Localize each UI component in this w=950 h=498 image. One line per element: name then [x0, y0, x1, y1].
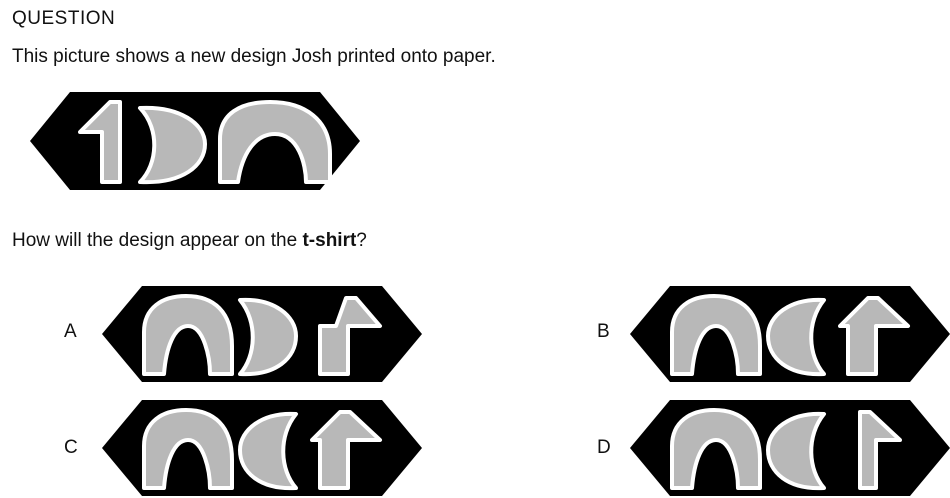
question-prompt: How will the design appear on the t-shir… — [12, 230, 367, 252]
option-b[interactable] — [630, 286, 950, 382]
option-c-letter: C — [64, 437, 78, 459]
option-b-letter: B — [597, 321, 610, 343]
option-a[interactable] — [102, 286, 422, 382]
question-intro: This picture shows a new design Josh pri… — [12, 46, 496, 68]
prompt-bold: t-shirt — [302, 230, 356, 251]
question-heading: QUESTION — [12, 8, 115, 30]
prompt-question-mark: ? — [356, 230, 367, 251]
option-d-letter: D — [597, 437, 611, 459]
original-design-panel — [30, 92, 360, 190]
prompt-text: How will the design appear on the — [12, 230, 302, 251]
option-d[interactable] — [630, 400, 950, 496]
option-a-letter: A — [64, 321, 77, 343]
option-c[interactable] — [102, 400, 422, 496]
